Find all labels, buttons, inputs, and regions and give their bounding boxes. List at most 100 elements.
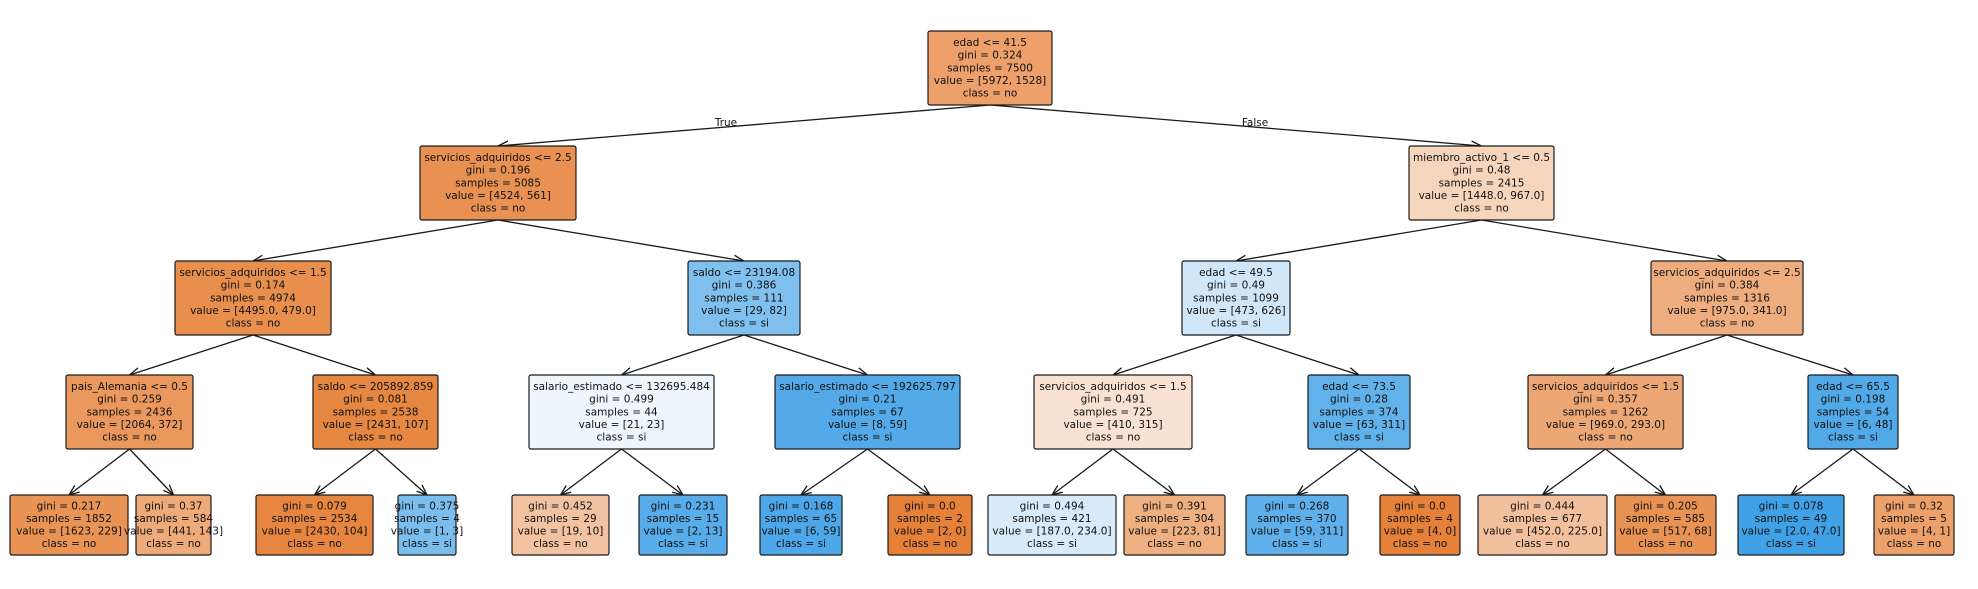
node-box bbox=[135, 494, 212, 556]
node-text-line: gini = 0.32 bbox=[1885, 500, 1943, 512]
node-text-line: samples = 2534 bbox=[272, 513, 358, 525]
tree-edge bbox=[561, 448, 622, 495]
node-text-line: gini = 0.205 bbox=[1633, 500, 1698, 512]
node-text-line: samples = 421 bbox=[1012, 513, 1091, 525]
node-text-line: value = [6, 59] bbox=[761, 526, 840, 538]
tree-edge bbox=[1112, 448, 1175, 495]
node-text-line: value = [517, 68] bbox=[1619, 526, 1711, 538]
node-text-line: gini = 0.324 bbox=[958, 50, 1023, 62]
node-box bbox=[312, 374, 439, 450]
node-text-line: gini = 0.384 bbox=[1695, 280, 1760, 292]
node-text-line: gini = 0.198 bbox=[1821, 394, 1886, 406]
node-box bbox=[528, 374, 715, 450]
node-text-line: class = si bbox=[597, 432, 647, 444]
node-text-line: gini = 0.48 bbox=[1452, 165, 1510, 177]
node-text-line: samples = 2436 bbox=[87, 406, 173, 418]
node-text-line: class = no bbox=[1515, 538, 1570, 550]
node-text-line: value = [4, 0] bbox=[1384, 526, 1456, 538]
node-text-line: value = [59, 311] bbox=[1251, 526, 1343, 538]
node-box bbox=[1123, 494, 1226, 556]
node-text-line: class = no bbox=[1887, 538, 1942, 550]
node-text-line: value = [1623, 229] bbox=[16, 526, 122, 538]
node-text-line: gini = 0.499 bbox=[589, 394, 654, 406]
tree-edge bbox=[867, 448, 931, 495]
node-text-line: samples = 4974 bbox=[210, 292, 296, 304]
node-text-line: gini = 0.49 bbox=[1207, 280, 1265, 292]
node-text-line: samples = 44 bbox=[585, 406, 658, 418]
node-text-line: value = [2.0, 47.0] bbox=[1741, 526, 1840, 538]
node-text-line: gini = 0.0 bbox=[1394, 500, 1445, 512]
node-text-line: class = no bbox=[1578, 432, 1633, 444]
tree-edge bbox=[375, 448, 428, 495]
node-text-line: samples = 4 bbox=[394, 513, 460, 525]
node-text-line: class = si bbox=[776, 538, 826, 550]
node-text-line: samples = 4 bbox=[1387, 513, 1453, 525]
node-text-line: class = no bbox=[471, 203, 526, 215]
node-text-line: class = no bbox=[287, 538, 342, 550]
node-text-line: class = no bbox=[1638, 538, 1693, 550]
node-text-line: class = no bbox=[963, 88, 1018, 100]
tree-edge bbox=[989, 104, 1482, 146]
node-text-line: samples = 370 bbox=[1257, 513, 1336, 525]
edge-label-false: False bbox=[1242, 117, 1268, 129]
node-text-line: value = [441, 143] bbox=[124, 526, 223, 538]
node-text-line: gini = 0.268 bbox=[1265, 500, 1330, 512]
node-text-line: value = [2431, 107] bbox=[323, 419, 429, 431]
node-text-line: gini = 0.375 bbox=[395, 500, 460, 512]
node-text-line: gini = 0.494 bbox=[1020, 500, 1085, 512]
node-text-line: samples = 65 bbox=[765, 513, 837, 525]
node-box bbox=[774, 374, 961, 450]
node-text-line: gini = 0.28 bbox=[1330, 394, 1388, 406]
node-text-line: gini = 0.491 bbox=[1081, 394, 1146, 406]
node-box bbox=[927, 30, 1053, 106]
node-text-line: value = [29, 82] bbox=[701, 305, 787, 317]
node-text-line: samples = 374 bbox=[1319, 406, 1398, 418]
node-text-line: class = no bbox=[533, 538, 588, 550]
node-text-line: class = no bbox=[1700, 318, 1755, 330]
node-text-line: value = [223, 81] bbox=[1128, 526, 1220, 538]
node-box bbox=[1307, 374, 1411, 450]
node-text-line: gini = 0.168 bbox=[769, 500, 834, 512]
node-box bbox=[9, 494, 129, 556]
node-text-line: value = [21, 23] bbox=[579, 419, 665, 431]
node-text-line: samples = 2415 bbox=[1439, 177, 1525, 189]
node-text-line: value = [2064, 372] bbox=[77, 419, 183, 431]
node-text-line: class = no bbox=[146, 538, 201, 550]
node-text-line: servicios_adquiridos <= 1.5 bbox=[179, 267, 326, 279]
node-text-line: class = si bbox=[402, 538, 452, 550]
tree-edge bbox=[621, 448, 684, 495]
node-text-line: samples = 7500 bbox=[947, 62, 1033, 74]
tree-edges bbox=[69, 104, 1914, 495]
node-text-line: pais_Alemania <= 0.5 bbox=[71, 381, 188, 393]
node-text-line: saldo <= 205892.859 bbox=[318, 381, 434, 393]
node-text-line: value = [410, 315] bbox=[1063, 419, 1162, 431]
node-text-line: gini = 0.391 bbox=[1142, 500, 1207, 512]
node-text-line: samples = 15 bbox=[647, 513, 719, 525]
tree-edge bbox=[1297, 448, 1360, 495]
node-text-line: class = no bbox=[226, 318, 281, 330]
node-text-line: value = [2, 0] bbox=[894, 526, 966, 538]
node-box bbox=[887, 494, 973, 556]
node-text-line: salario_estimado <= 192625.797 bbox=[779, 381, 956, 393]
node-text-line: edad <= 65.5 bbox=[1816, 381, 1890, 393]
node-text-line: class = no bbox=[903, 538, 958, 550]
tree-edge bbox=[130, 334, 254, 375]
node-text-line: value = [1448.0, 967.0] bbox=[1419, 190, 1545, 202]
node-text-line: samples = 111 bbox=[704, 292, 783, 304]
